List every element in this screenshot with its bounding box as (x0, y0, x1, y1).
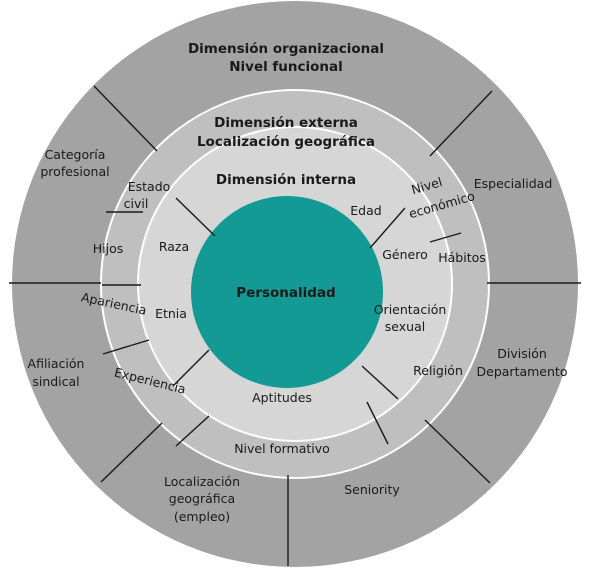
label-orientacion: Orientación (374, 302, 447, 317)
label-empleo: (empleo) (174, 509, 230, 524)
label-profesional: profesional (40, 164, 109, 179)
label-etnia: Etnia (155, 306, 187, 321)
label-sexual: sexual (385, 319, 425, 334)
label-division: División (497, 346, 547, 361)
label-edad: Edad (350, 203, 381, 218)
functional-level-title: Nivel funcional (229, 59, 343, 75)
label-departamento: Departamento (477, 364, 568, 379)
label-geografica: geográfica (169, 491, 235, 506)
label-aptitudes: Aptitudes (252, 390, 312, 405)
label-seniority: Seniority (344, 482, 400, 497)
organizational-dividers (9, 85, 581, 566)
label-raza: Raza (159, 239, 189, 254)
label-hijos: Hijos (93, 241, 124, 256)
internal-dividers (172, 197, 406, 400)
external-dividers (102, 211, 462, 447)
label-genero: Género (382, 247, 428, 262)
internal-dimension-title: Dimensión interna (216, 172, 356, 188)
label-civil: civil (124, 196, 149, 211)
label-afiliacion: Afiliación (28, 356, 85, 371)
external-dimension-title: Dimensión externa (214, 115, 358, 131)
personality-label: Personalidad (236, 285, 335, 301)
label-especialidad: Especialidad (474, 176, 553, 191)
organizational-dimension-title: Dimensión organizacional (188, 41, 384, 57)
label-religion: Religión (413, 363, 463, 378)
label-habitos: Hábitos (438, 250, 486, 265)
personality-core (191, 196, 383, 388)
label-sindical: sindical (32, 374, 79, 389)
label-categoria: Categoría (45, 147, 106, 162)
geographic-location-title: Localización geográfica (197, 134, 375, 150)
label-localizacion: Localización (164, 474, 240, 489)
label-estado: Estado (128, 179, 171, 194)
label-nivel-formativo: Nivel formativo (234, 441, 330, 456)
